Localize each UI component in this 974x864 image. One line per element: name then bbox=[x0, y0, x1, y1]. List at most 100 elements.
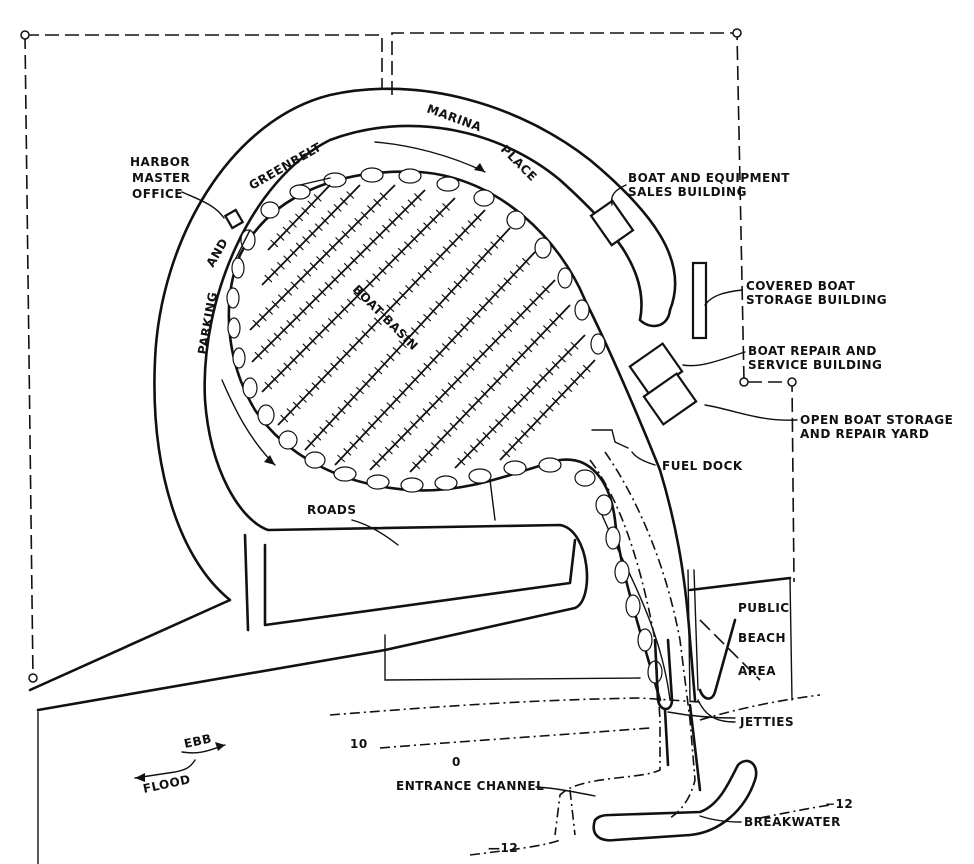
pier-12 bbox=[499, 359, 596, 461]
slip-finger bbox=[454, 329, 463, 338]
slip-finger bbox=[337, 269, 346, 278]
slip-finger bbox=[350, 256, 359, 265]
slip-finger bbox=[276, 261, 285, 270]
label-beach: BEACH bbox=[738, 631, 786, 645]
slip-finger bbox=[374, 415, 383, 423]
slip-finger bbox=[355, 336, 364, 345]
slip-finger bbox=[437, 435, 446, 444]
slip-finger bbox=[384, 446, 393, 455]
slip-finger bbox=[292, 313, 301, 322]
slip-finger bbox=[277, 368, 285, 377]
slip-finger bbox=[508, 443, 517, 451]
slip-finger bbox=[457, 457, 466, 466]
slip-finger bbox=[296, 349, 305, 358]
slip-finger bbox=[416, 228, 425, 237]
slip-finger bbox=[391, 254, 400, 262]
slip-finger bbox=[307, 200, 316, 209]
slip-finger bbox=[441, 294, 450, 302]
slip-finger bbox=[526, 423, 535, 432]
slip-finger bbox=[530, 338, 539, 346]
slip-finger bbox=[476, 438, 485, 447]
property-boundary bbox=[20, 28, 797, 683]
slip-finger bbox=[460, 323, 469, 332]
slip-finger bbox=[334, 311, 343, 320]
slip-finger bbox=[372, 459, 381, 468]
slip-finger bbox=[296, 275, 305, 284]
label-sales-1: BOAT AND EQUIPMENT bbox=[628, 171, 790, 185]
slip-finger bbox=[435, 209, 444, 218]
slip-finger bbox=[502, 449, 511, 458]
slip-finger bbox=[557, 390, 566, 399]
label-parking: PARKING bbox=[195, 291, 220, 356]
slip-finger bbox=[486, 383, 495, 392]
slip-finger bbox=[359, 285, 368, 294]
slip-finger bbox=[410, 327, 419, 335]
label-jetties: JETTIES bbox=[739, 715, 794, 729]
slip-finger bbox=[295, 213, 304, 222]
slip-finger bbox=[331, 413, 340, 421]
label-repair-1: BOAT REPAIR AND bbox=[748, 344, 877, 358]
slip-finger bbox=[346, 191, 355, 199]
slip-finger bbox=[349, 441, 358, 450]
slip-finger bbox=[404, 333, 413, 342]
label-harbor-master-1: HARBOR bbox=[130, 155, 190, 169]
slip-finger bbox=[515, 264, 524, 272]
label-sales-2: SALES BUILDING bbox=[628, 185, 747, 199]
slip-finger bbox=[309, 262, 318, 271]
slip-finger bbox=[514, 436, 523, 445]
slip-finger bbox=[382, 224, 390, 233]
slip-finger bbox=[401, 205, 410, 214]
slip-finger bbox=[447, 382, 456, 391]
slip-finger bbox=[532, 380, 541, 389]
slip-finger bbox=[555, 312, 564, 320]
slip-finger bbox=[355, 434, 364, 443]
pier-11 bbox=[454, 334, 586, 469]
label-and: AND bbox=[203, 236, 231, 270]
slip-finger bbox=[324, 281, 333, 290]
slip-finger bbox=[417, 272, 426, 280]
slip-finger bbox=[283, 362, 292, 371]
slip-finger bbox=[472, 310, 481, 318]
slip-finger bbox=[267, 339, 276, 347]
slip-finger bbox=[411, 375, 420, 384]
slip-finger bbox=[423, 362, 432, 371]
slip-finger bbox=[491, 290, 500, 299]
slip-finger bbox=[386, 402, 395, 410]
slip-finger bbox=[260, 345, 269, 354]
slip-finger bbox=[545, 403, 554, 412]
slip-finger bbox=[308, 229, 317, 238]
slip-finger bbox=[564, 348, 573, 357]
slip-finger bbox=[455, 233, 464, 241]
slip-finger bbox=[392, 297, 401, 306]
slip-finger bbox=[442, 203, 451, 211]
slip-finger bbox=[490, 241, 499, 249]
slip-finger bbox=[463, 451, 472, 460]
slip-finger bbox=[441, 388, 450, 397]
entrance-channel-lines bbox=[554, 451, 702, 836]
slip-finger bbox=[397, 247, 406, 256]
slip-finger bbox=[361, 428, 370, 437]
slip-finger bbox=[380, 408, 389, 417]
slip-finger bbox=[422, 408, 431, 416]
slip-finger bbox=[325, 419, 334, 428]
slip-finger bbox=[264, 381, 273, 390]
harbor-master-office-building bbox=[223, 208, 245, 230]
slip-finger bbox=[526, 386, 535, 395]
slip-finger bbox=[507, 406, 516, 414]
slip-finger bbox=[354, 217, 363, 226]
slip-finger bbox=[339, 197, 348, 206]
slip-finger bbox=[283, 255, 292, 264]
slip-finger bbox=[449, 422, 458, 431]
slip-finger bbox=[279, 326, 288, 335]
slip-finger bbox=[319, 426, 328, 434]
slip-finger bbox=[315, 330, 324, 339]
slip-finger bbox=[511, 357, 520, 366]
slip-finger bbox=[551, 397, 560, 406]
boat-slips bbox=[249, 184, 596, 473]
public-beach-boundary bbox=[37, 576, 793, 864]
slip-finger bbox=[284, 287, 293, 296]
slip-finger bbox=[282, 226, 291, 235]
slip-finger bbox=[335, 236, 344, 245]
slip-finger bbox=[570, 341, 579, 350]
